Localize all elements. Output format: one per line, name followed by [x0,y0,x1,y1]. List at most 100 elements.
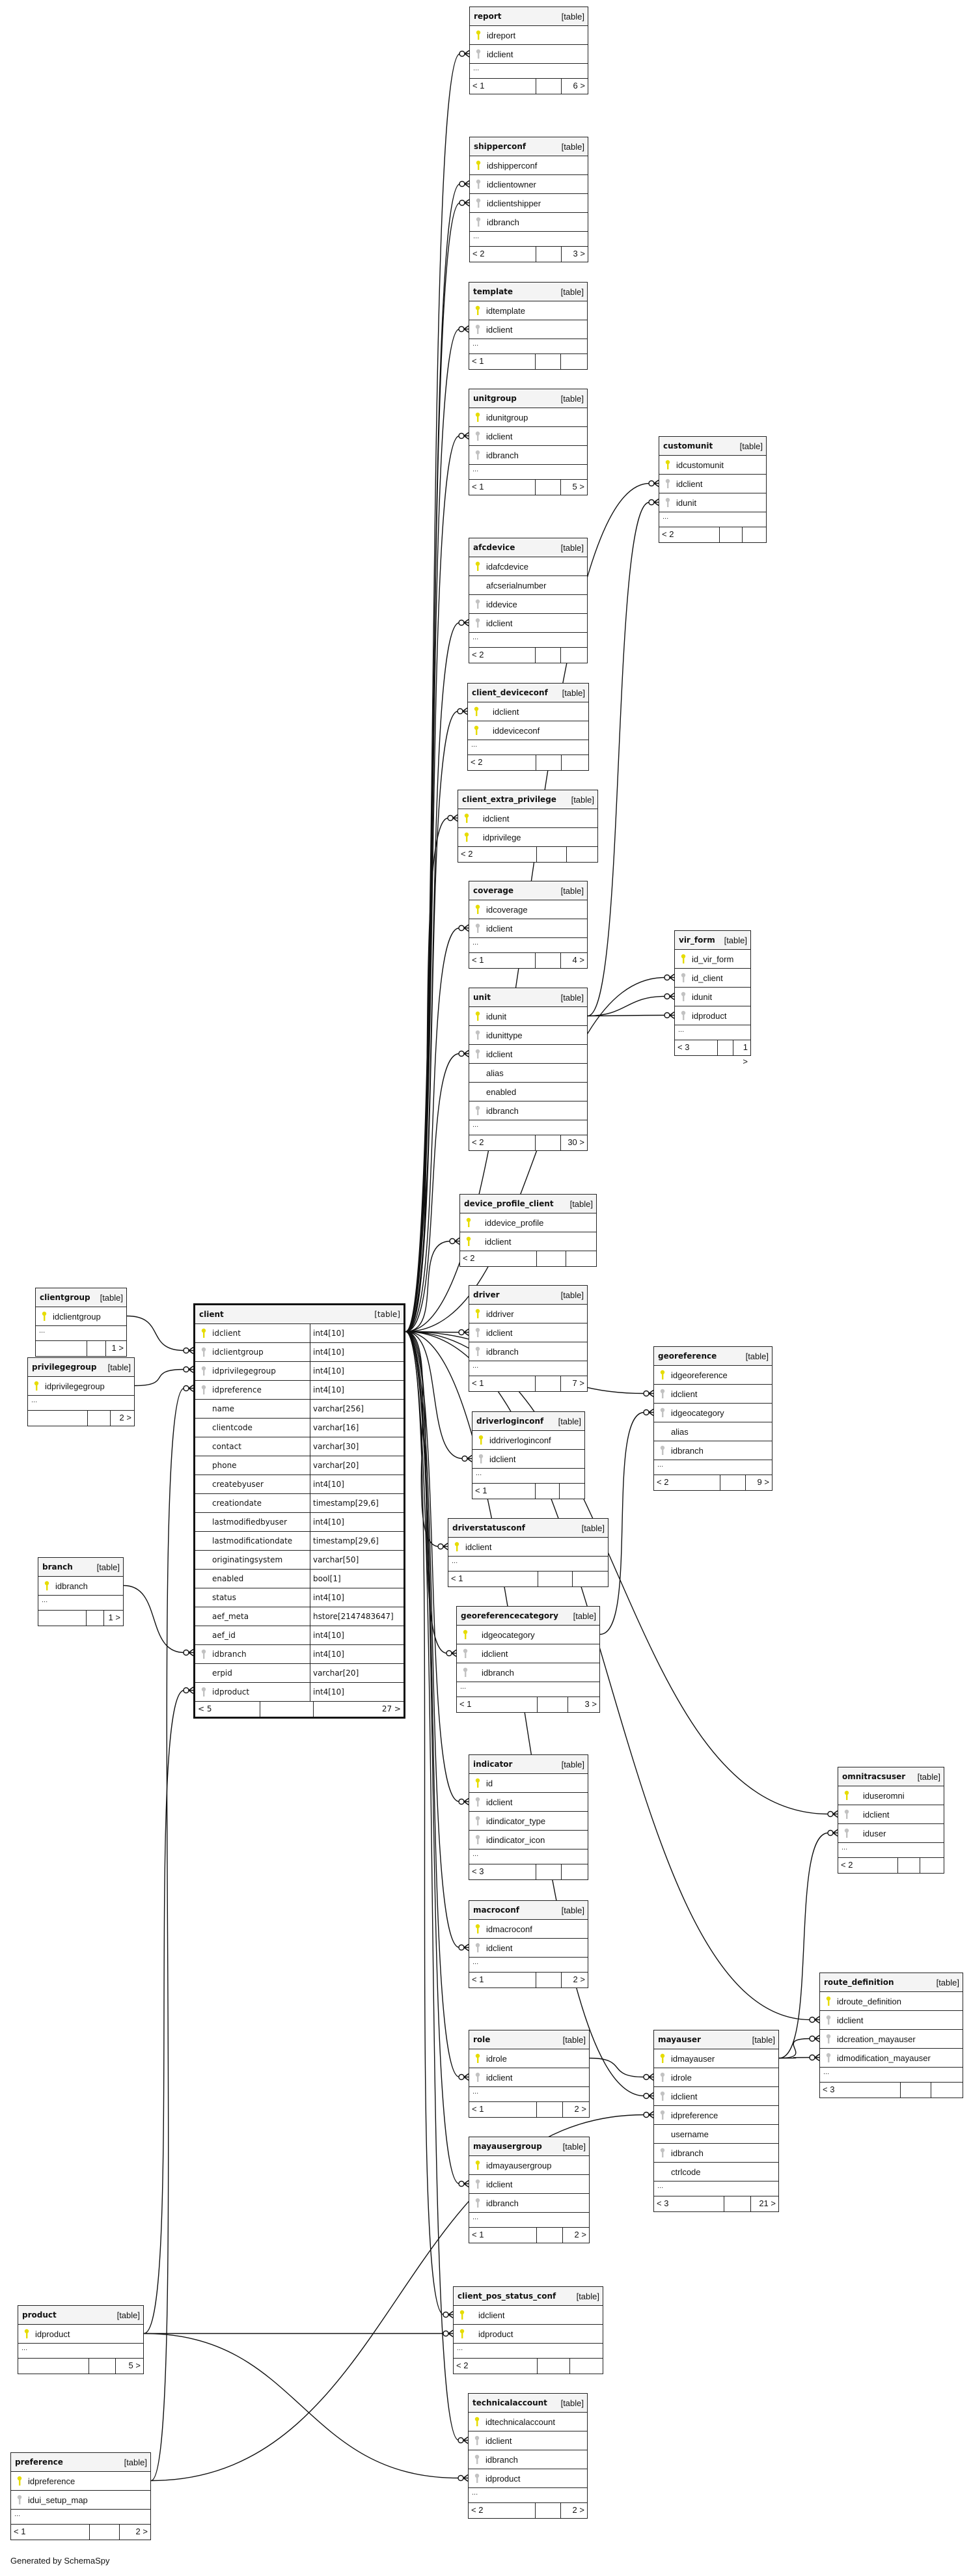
column-row[interactable]: idclient [457,1644,599,1663]
column-row[interactable]: idclient [468,702,588,721]
table-name[interactable]: report [474,12,502,21]
table-header[interactable]: client_extra_privilege[table] [458,790,597,809]
column-row[interactable]: idclient [469,919,587,938]
table-device-profile-client[interactable]: device_profile_client[table]iddevice_pro… [459,1194,597,1267]
parents-count-link[interactable]: < 1 [472,81,485,90]
column-row[interactable]: idclient [469,320,587,339]
table-name[interactable]: coverage [473,886,514,895]
column-row[interactable]: idcoverage [469,900,587,919]
children-count-link[interactable] [560,1484,584,1499]
column-row[interactable]: idindicator_type [469,1812,588,1831]
parents-count-link[interactable]: < 3 [657,2198,669,2208]
children-count-link[interactable]: 2 > [572,2505,584,2515]
column-row[interactable]: idclient [470,45,588,64]
table-header[interactable]: driver[table] [469,1286,587,1305]
children-count-link[interactable] [743,527,766,542]
parents-count-link[interactable]: < 1 [475,1486,487,1495]
table-name[interactable]: privilegegroup [32,1363,97,1372]
children-count-link[interactable] [561,648,587,663]
column-row[interactable]: idclient [469,614,587,633]
table-header[interactable]: georeference[table] [654,1347,772,1366]
column-row[interactable]: idunitgroup [469,408,587,427]
table-name[interactable]: route_definition [824,1978,894,1987]
children-count-link[interactable]: 6 > [573,81,585,90]
table-technicalaccount[interactable]: technicalaccount[table]idtechnicalaccoun… [468,2393,588,2519]
table-header[interactable]: unit[table] [469,988,587,1007]
column-row[interactable]: idprivilegegroup [28,1377,134,1396]
table-clientgroup[interactable]: clientgroup[table]idclientgroup...1 > [35,1288,127,1357]
children-count-link[interactable] [567,847,597,862]
table-name[interactable]: client_deviceconf [472,688,548,697]
column-row[interactable]: alias [654,1422,772,1441]
table-header[interactable]: template[table] [469,283,587,301]
table-name[interactable]: vir_form [679,935,715,945]
column-row[interactable]: idindicator_icon [469,1831,588,1849]
column-row[interactable]: idmayausergroup [469,2156,589,2175]
table-header[interactable]: report[table] [470,7,588,26]
column-row[interactable]: idclient [469,2068,589,2087]
table-header[interactable]: client_pos_status_conf[table] [454,2287,603,2306]
column-row[interactable]: idgeocategory [654,1404,772,1422]
table-branch[interactable]: branch[table]idbranch...1 > [38,1557,124,1626]
table-name[interactable]: clientgroup [40,1293,90,1302]
column-row[interactable]: idclient [654,2087,778,2106]
column-row[interactable]: idclient [469,1793,588,1812]
table-name[interactable]: mayauser [658,2035,701,2044]
column-row[interactable]: idunit [659,493,766,512]
table-header[interactable]: indicator[table] [469,1755,588,1774]
table-name[interactable]: client_extra_privilege [462,795,556,804]
column-row[interactable]: enabled [469,1083,587,1101]
table-header[interactable]: shipperconf[table] [470,137,588,156]
table-name[interactable]: driver [473,1290,500,1299]
table-name[interactable]: template [473,287,513,296]
column-row[interactable]: idproduct [454,2325,603,2344]
column-row[interactable]: idclient [460,1232,596,1251]
column-row[interactable]: iduseromni [838,1786,944,1805]
parents-count-link[interactable]: < 2 [471,757,483,767]
table-header[interactable]: omnitracsuser[table] [838,1767,944,1786]
column-row[interactable]: idtechnicalaccount [469,2413,587,2431]
children-count-link[interactable]: 2 > [135,2527,148,2536]
column-row[interactable]: afcserialnumber [469,576,587,595]
parents-count-link[interactable]: < 1 [472,1974,484,1984]
column-row[interactable]: idclient [469,2431,587,2450]
column-row[interactable]: idtemplate [469,301,587,320]
parents-count-link[interactable]: < 1 [472,1378,484,1388]
children-count-link[interactable]: 5 > [128,2361,141,2370]
parents-count-link[interactable]: < 2 [472,1137,484,1147]
children-count-link[interactable]: 5 > [572,482,584,492]
column-row[interactable]: idbranch [469,1342,587,1361]
table-name[interactable]: mayausergroup [473,2142,542,2151]
column-row[interactable]: idmodification_mayauser [820,2049,963,2068]
parents-count-link[interactable]: < 2 [463,1253,475,1263]
column-row[interactable]: idrole [469,2049,589,2068]
table-header[interactable]: preference[table] [11,2453,150,2472]
column-row[interactable]: idclient [654,1385,772,1404]
parents-count-link[interactable]: < 1 [451,1573,463,1583]
children-count-link[interactable] [573,1572,608,1586]
column-row[interactable]: idbranch [457,1663,599,1682]
parents-count-link[interactable]: < 3 [677,1042,690,1052]
children-count-link[interactable] [561,354,587,369]
table-header[interactable]: georeferencecategory[table] [457,1607,599,1626]
table-name[interactable]: role [473,2035,491,2044]
children-count-link[interactable]: 1 > [111,1343,124,1353]
table-name[interactable]: georeferencecategory [461,1611,558,1620]
